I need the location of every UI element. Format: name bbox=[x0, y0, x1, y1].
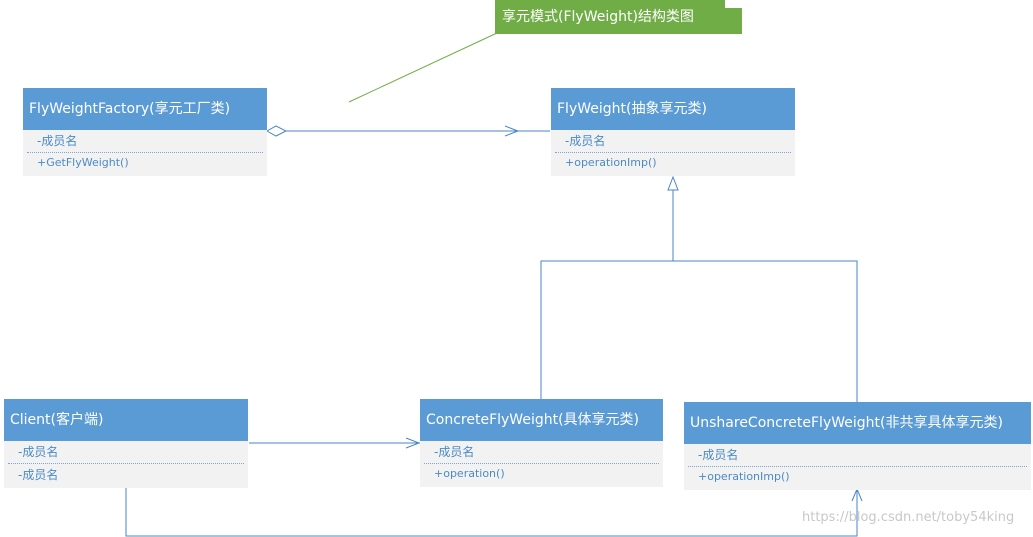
class-attribute: -成员名 bbox=[37, 134, 78, 148]
compartment-divider bbox=[688, 466, 1027, 467]
class-title: FlyWeight(抽象享元类) bbox=[551, 88, 795, 130]
arrowhead-icon bbox=[405, 437, 421, 449]
compartment-divider bbox=[424, 463, 659, 464]
class-attribute: -成员名 bbox=[18, 468, 59, 482]
class-client[interactable]: Client(客户端) -成员名 -成员名 bbox=[4, 399, 248, 488]
association-client-concrete bbox=[249, 437, 421, 449]
compartment-divider bbox=[27, 152, 263, 153]
class-attribute: -成员名 bbox=[698, 448, 739, 462]
aggregation-diamond-icon bbox=[265, 125, 288, 137]
diagram-title-note: 享元模式(FlyWeight)结构类图 bbox=[495, 0, 742, 34]
class-concrete-flyweight[interactable]: ConcreteFlyWeight(具体享元类) -成员名 +operation… bbox=[420, 399, 663, 487]
class-operation: +operationImp() bbox=[565, 156, 657, 169]
note-text: 享元模式(FlyWeight)结构类图 bbox=[502, 9, 694, 25]
class-unshare-concrete-flyweight[interactable]: UnshareConcreteFlyWeight(非共享具体享元类) -成员名 … bbox=[684, 402, 1031, 490]
class-title: FlyWeightFactory(享元工厂类) bbox=[23, 88, 267, 130]
class-attribute: -成员名 bbox=[434, 445, 475, 459]
generalization-to-flyweight bbox=[540, 175, 858, 402]
class-flyweight-factory[interactable]: FlyWeightFactory(享元工厂类) -成员名 +GetFlyWeig… bbox=[23, 88, 267, 176]
watermark: https://blog.csdn.net/toby54king bbox=[802, 510, 1015, 525]
class-operation: +operation() bbox=[434, 467, 505, 480]
class-operation: +GetFlyWeight() bbox=[37, 156, 129, 169]
class-flyweight[interactable]: FlyWeight(抽象享元类) -成员名 +operationImp() bbox=[551, 88, 795, 176]
association-client-unshare bbox=[125, 487, 863, 537]
note-connector bbox=[348, 32, 498, 103]
class-attribute: -成员名 bbox=[18, 445, 59, 459]
class-operation: +operationImp() bbox=[698, 470, 790, 483]
class-title: Client(客户端) bbox=[4, 399, 248, 441]
aggregation-factory-flyweight bbox=[265, 125, 550, 137]
compartment-divider bbox=[8, 463, 244, 464]
compartment-divider bbox=[555, 152, 791, 153]
arrowhead-icon bbox=[504, 125, 520, 137]
class-title: ConcreteFlyWeight(具体享元类) bbox=[420, 399, 663, 441]
inheritance-triangle-icon bbox=[667, 175, 679, 191]
class-attribute: -成员名 bbox=[565, 134, 606, 148]
class-title: UnshareConcreteFlyWeight(非共享具体享元类) bbox=[684, 402, 1031, 444]
